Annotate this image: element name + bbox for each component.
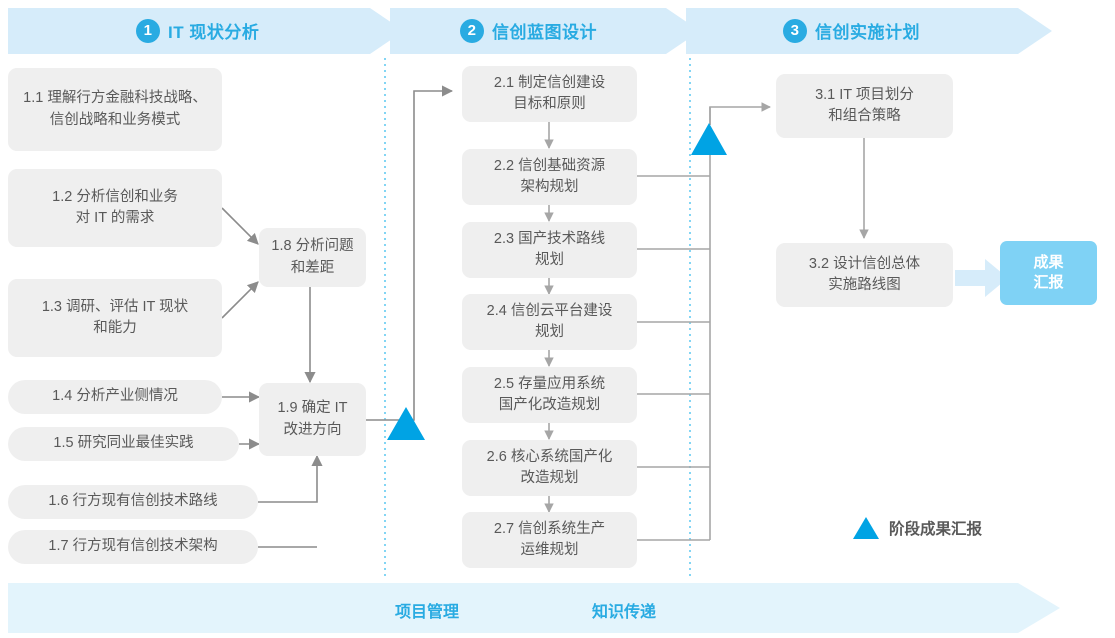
node-3-2[interactable]: 3.2 设计信创总体 实施路线图 <box>776 243 953 307</box>
phase-header-3[interactable]: 3 信创实施计划 <box>783 18 920 43</box>
node-1-6[interactable]: 1.6 行方现有信创技术路线 <box>8 485 258 519</box>
node-1-1[interactable]: 1.1 理解行方金融科技战略、 信创战略和业务模式 <box>8 68 222 151</box>
connectors-phase1 <box>221 85 454 548</box>
node-2-1[interactable]: 2.1 制定信创建设 目标和原则 <box>462 66 637 122</box>
milestone-triangle-phase1 <box>387 407 425 440</box>
node-1-3[interactable]: 1.3 调研、评估 IT 现状 和能力 <box>8 279 222 357</box>
phase-title-3: 信创实施计划 <box>815 23 920 42</box>
node-2-4[interactable]: 2.4 信创云平台建设 规划 <box>462 294 637 350</box>
connectors-phase2-bus <box>637 102 771 541</box>
phase-number-1: 1 <box>136 18 160 43</box>
node-1-4[interactable]: 1.4 分析产业侧情况 <box>8 380 222 414</box>
phase-number-3: 3 <box>783 18 807 43</box>
node-result-report[interactable]: 成果 汇报 <box>1000 241 1097 305</box>
phase-title-2: 信创蓝图设计 <box>492 23 597 42</box>
footer-band <box>8 583 1060 633</box>
phase-header-1[interactable]: 1 IT 现状分析 <box>136 18 259 43</box>
node-2-7[interactable]: 2.7 信创系统生产 运维规划 <box>462 512 637 568</box>
node-1-5[interactable]: 1.5 研究同业最佳实践 <box>8 427 239 461</box>
phase-header-2[interactable]: 2 信创蓝图设计 <box>460 18 597 43</box>
node-1-7[interactable]: 1.7 行方现有信创技术架构 <box>8 530 258 564</box>
footer-label-project-management[interactable]: 项目管理 <box>395 604 460 621</box>
node-1-8[interactable]: 1.8 分析问题 和差距 <box>259 228 366 287</box>
result-arrow-icon <box>955 259 1008 297</box>
milestone-triangle-phase2 <box>691 123 727 155</box>
node-2-2[interactable]: 2.2 信创基础资源 架构规划 <box>462 149 637 205</box>
phase-title-1: IT 现状分析 <box>168 23 260 42</box>
node-2-6[interactable]: 2.6 核心系统国产化 改造规划 <box>462 440 637 496</box>
phase-number-2: 2 <box>460 18 484 43</box>
legend-label: 阶段成果汇报 <box>889 521 983 538</box>
footer-label-knowledge-transfer[interactable]: 知识传递 <box>592 604 657 621</box>
node-2-3[interactable]: 2.3 国产技术路线 规划 <box>462 222 637 278</box>
node-3-1[interactable]: 3.1 IT 项目划分 和组合策略 <box>776 74 953 138</box>
node-2-5[interactable]: 2.5 存量应用系统 国产化改造规划 <box>462 367 637 423</box>
triangle-icon <box>853 517 879 539</box>
node-1-9[interactable]: 1.9 确定 IT 改进方向 <box>259 383 366 456</box>
legend-milestone: 阶段成果汇报 <box>853 517 982 539</box>
node-1-2[interactable]: 1.2 分析信创和业务 对 IT 的需求 <box>8 169 222 247</box>
